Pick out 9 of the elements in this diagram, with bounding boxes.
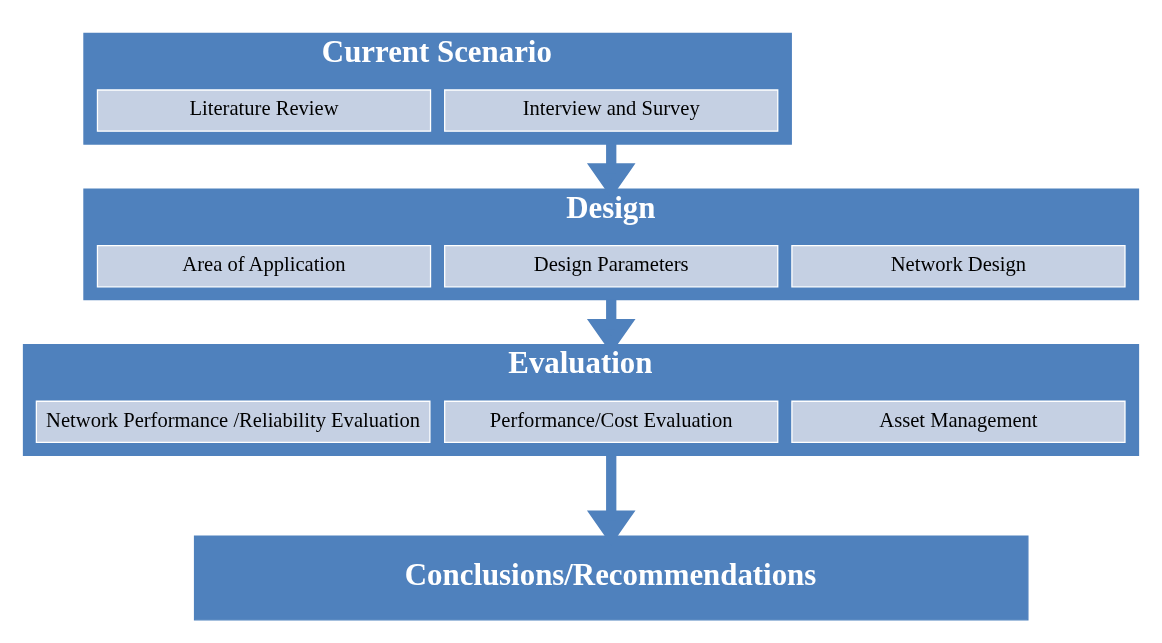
node-box: Literature Review	[96, 89, 432, 132]
node-box: Design Parameters	[444, 244, 779, 288]
node-box: Asset Management	[791, 400, 1126, 444]
node-box: Area of Application	[96, 244, 432, 288]
node-box: Conclusions/Recommendations	[193, 535, 1029, 621]
node-box: Performance/Cost Evaluation	[444, 400, 779, 444]
node-box: Network Performance /Reliability Evaluation	[35, 400, 431, 444]
node-box: Interview and Survey	[444, 89, 779, 132]
node-box: Network Design	[791, 244, 1126, 288]
